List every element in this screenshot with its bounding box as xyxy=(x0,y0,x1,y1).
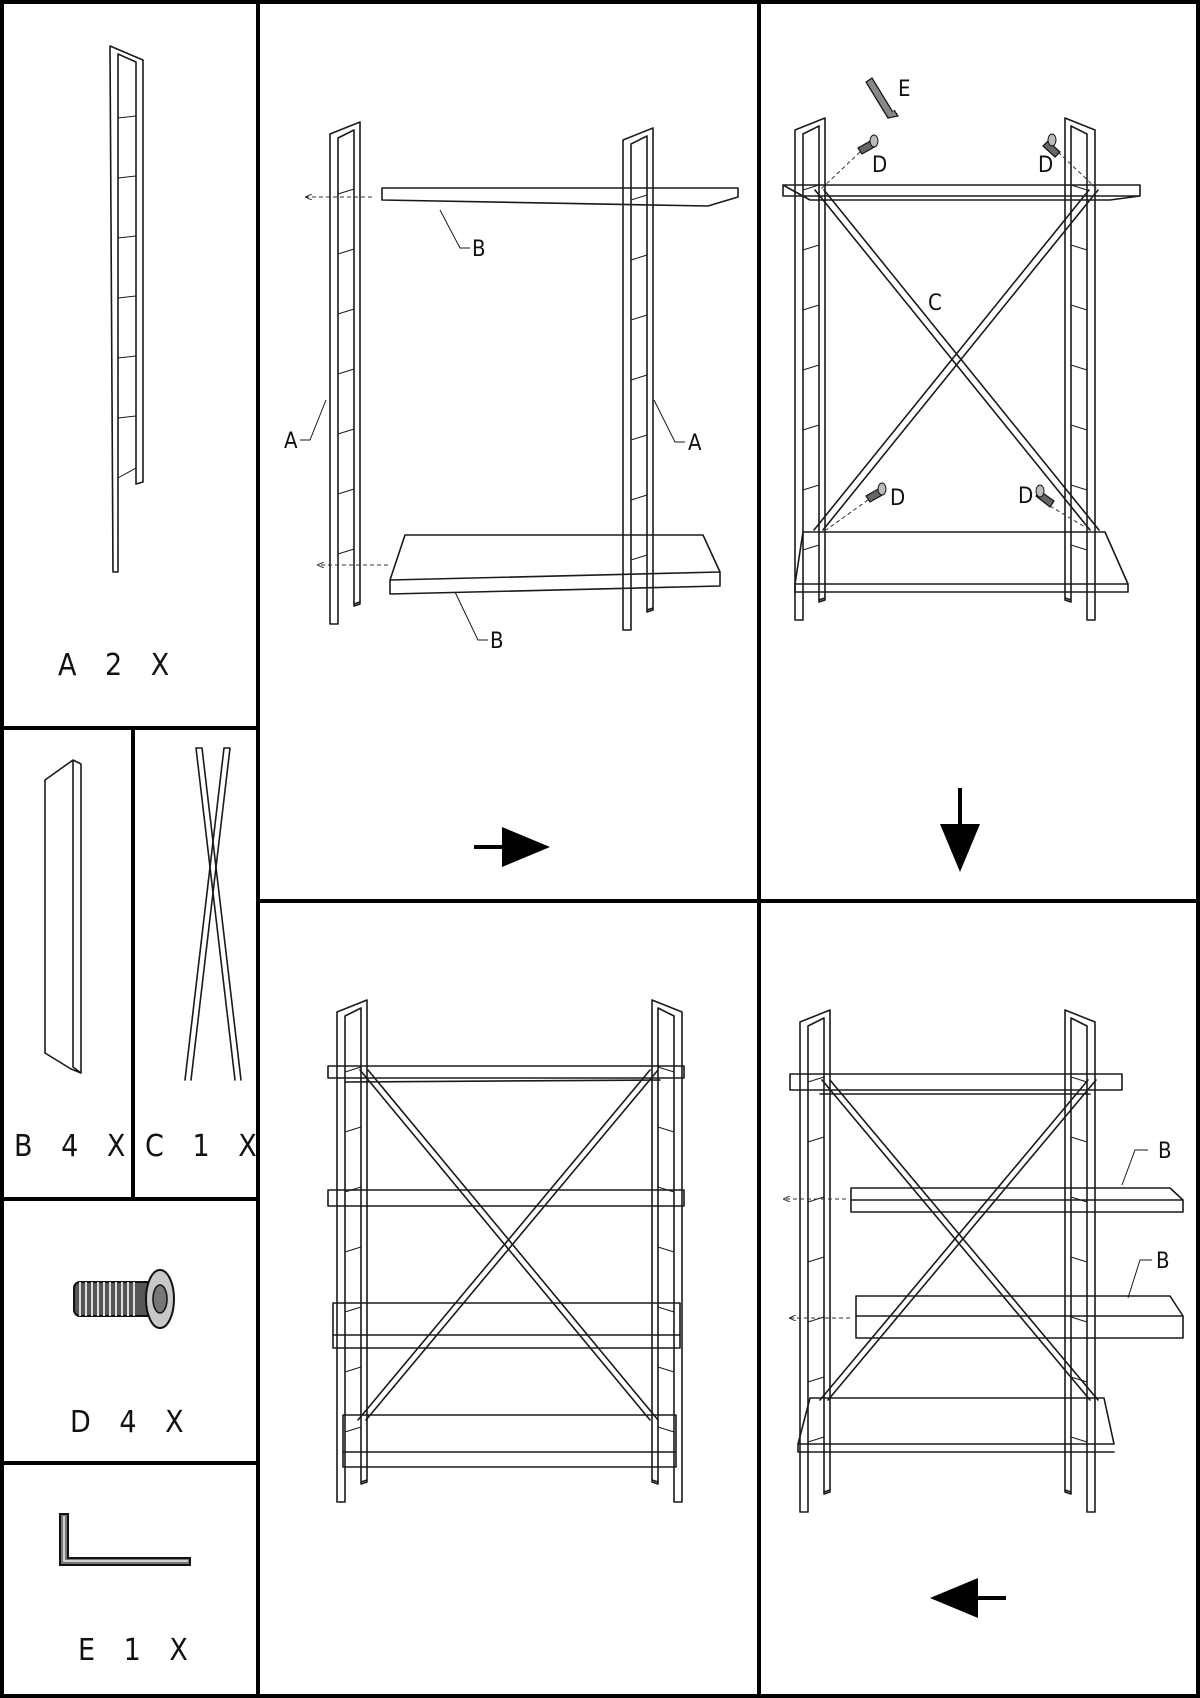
part-b-label: B 4 X xyxy=(14,1129,135,1164)
screw-icon xyxy=(857,133,1061,508)
step-3-callout-shelf-upper: B xyxy=(1158,1139,1172,1164)
part-c-cross-brace-drawing xyxy=(184,747,242,1081)
part-e-label: E 1 X xyxy=(78,1633,198,1668)
part-a-frame-drawing xyxy=(109,45,144,573)
step-2-callout-allen-key: E xyxy=(898,77,911,102)
step-1-callout-frame-right: A xyxy=(688,431,702,456)
step-2-callout-screw-bl: D xyxy=(890,486,905,511)
step-3-drawing xyxy=(784,1009,1184,1513)
part-b-shelf-drawing xyxy=(44,759,82,1074)
step-2-drawing: C xyxy=(782,77,1141,621)
part-e-allen-key-drawing xyxy=(59,1513,191,1566)
step-1-callout-shelf-top: B xyxy=(472,237,486,262)
step-3-callout-shelf-lower: B xyxy=(1156,1249,1170,1274)
step-4-drawing xyxy=(327,999,685,1503)
step-2-callout-screw-tl: D xyxy=(872,153,887,178)
step-1-callout-shelf-bottom: B xyxy=(490,629,504,654)
step-2-callout-screw-tr: D xyxy=(1038,153,1053,178)
step-1-drawing xyxy=(300,121,739,641)
part-a-label: A 2 X xyxy=(58,648,179,683)
step-1-callout-frame-left: A xyxy=(284,429,298,454)
step-2-callout-screw-br: D xyxy=(1018,484,1033,509)
part-d-screw-drawing xyxy=(73,1269,175,1329)
part-d-label: D 4 X xyxy=(70,1405,194,1440)
step-2-callout-cross-brace: C xyxy=(928,291,942,316)
part-c-label: C 1 X xyxy=(145,1129,267,1164)
